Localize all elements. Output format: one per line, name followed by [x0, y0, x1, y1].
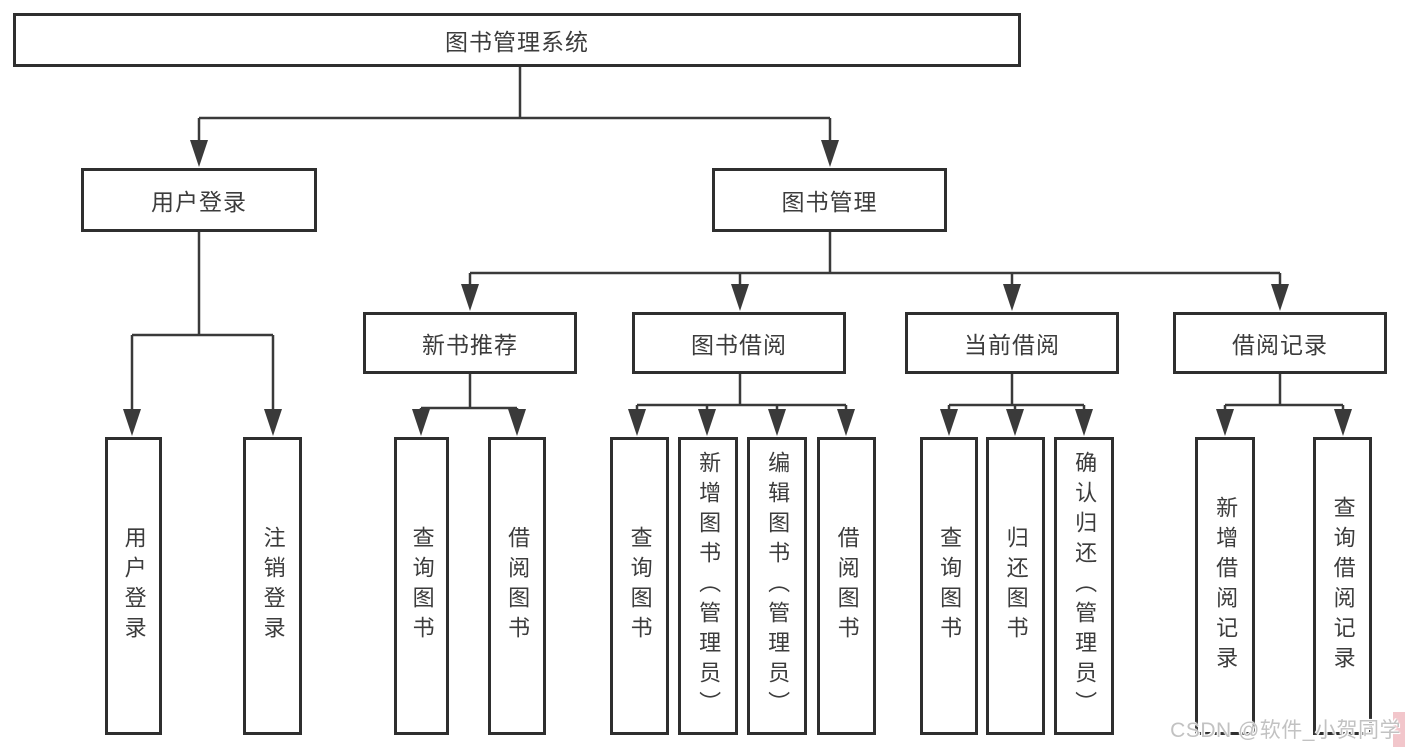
- node-label: 图书管理系统: [445, 29, 589, 55]
- watermark-accent: [1393, 712, 1405, 747]
- leaf-query-book-recommend: 查询图书: [394, 437, 449, 735]
- leaf-borrow-book-recommend: 借阅图书: [488, 437, 546, 735]
- leaf-edit-book-admin: 编辑图书（管理员）: [747, 437, 807, 735]
- leaf-return-book: 归还图书: [986, 437, 1045, 735]
- node-label: 新增借阅记录: [1213, 496, 1239, 676]
- node-user-login: 用户登录: [81, 168, 317, 232]
- leaf-borrow-book: 借阅图书: [817, 437, 876, 735]
- node-label: 当前借阅: [964, 332, 1060, 358]
- node-label: 用户登录: [151, 189, 247, 215]
- node-label: 借阅图书: [834, 526, 860, 646]
- node-label: 借阅记录: [1232, 332, 1328, 358]
- leaf-add-book-admin: 新增图书（管理员）: [678, 437, 738, 735]
- leaf-user-login: 用户登录: [105, 437, 162, 735]
- leaf-query-book-current: 查询图书: [920, 437, 978, 735]
- leaf-query-book-borrow: 查询图书: [610, 437, 669, 735]
- node-borrow-records: 借阅记录: [1173, 312, 1387, 374]
- node-label: 归还图书: [1003, 526, 1029, 646]
- leaf-add-borrow-record: 新增借阅记录: [1195, 437, 1255, 735]
- leaf-confirm-return-admin: 确认归还（管理员）: [1054, 437, 1114, 735]
- node-book-borrow: 图书借阅: [632, 312, 846, 374]
- node-label: 图书管理: [781, 189, 878, 215]
- leaf-query-borrow-record: 查询借阅记录: [1313, 437, 1372, 735]
- node-root-library-system: 图书管理系统: [13, 13, 1021, 67]
- node-label: 查询图书: [937, 526, 963, 646]
- node-label: 编辑图书（管理员）: [765, 451, 791, 721]
- node-label: 注销登录: [260, 526, 286, 646]
- node-label: 查询图书: [627, 526, 653, 646]
- node-label: 确认归还（管理员）: [1072, 451, 1098, 721]
- node-current-borrow: 当前借阅: [905, 312, 1119, 374]
- node-label: 借阅图书: [505, 526, 531, 646]
- node-label: 查询图书: [409, 526, 435, 646]
- node-book-management: 图书管理: [712, 168, 947, 232]
- watermark: CSDN @软件_小贺同学: [1170, 719, 1401, 742]
- node-label: 新书推荐: [422, 332, 518, 358]
- node-label: 图书借阅: [691, 332, 787, 358]
- node-label: 用户登录: [121, 526, 147, 646]
- node-label: 新增图书（管理员）: [696, 451, 722, 721]
- node-label: 查询借阅记录: [1330, 496, 1356, 676]
- node-new-book-recommend: 新书推荐: [363, 312, 577, 374]
- leaf-logout: 注销登录: [243, 437, 302, 735]
